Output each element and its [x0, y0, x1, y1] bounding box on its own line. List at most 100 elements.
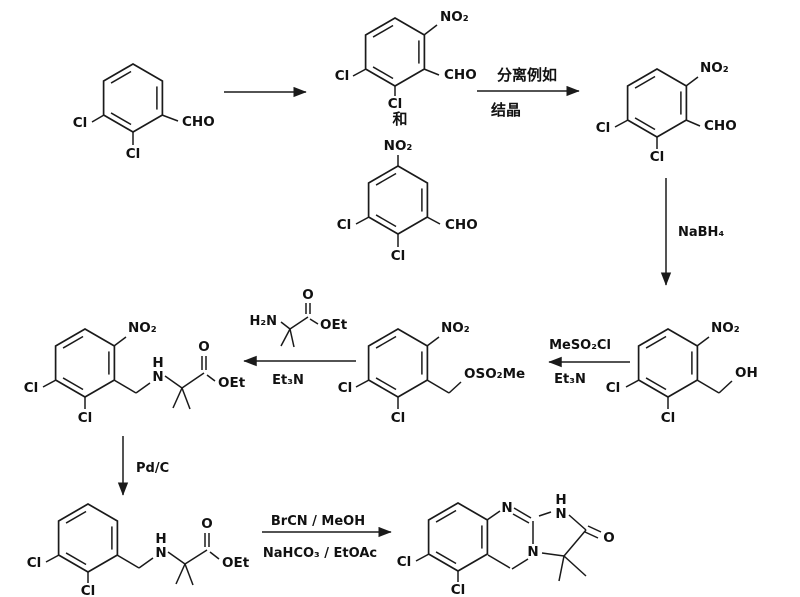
inner-double-bond [110, 70, 132, 84]
pdc-label: Pd/C [136, 461, 169, 476]
bond [486, 510, 501, 521]
no2-label: NO₂ [384, 138, 413, 154]
bond [426, 379, 450, 394]
bond [206, 374, 216, 382]
bond [280, 328, 291, 347]
bond [563, 529, 587, 557]
bond [289, 316, 309, 330]
cho-label: CHO [182, 114, 215, 130]
h-label: H [555, 492, 566, 508]
bond [696, 379, 720, 394]
inner-double-bond [62, 335, 84, 349]
bond [512, 513, 530, 524]
inner-double-bond [375, 335, 397, 349]
reduction-step-nabh4: NaBH₄ [660, 178, 724, 286]
bond [355, 379, 370, 388]
cl-label: Cl [451, 582, 466, 597]
inner-double-bond [435, 551, 457, 565]
bond [423, 24, 438, 36]
bond [568, 514, 587, 531]
structure-nitrobenzaldehyde-purified: NO₂ CHO Cl Cl [596, 60, 737, 165]
bond [181, 387, 191, 410]
cho-label: CHO [444, 67, 477, 83]
bond [685, 119, 701, 127]
ring-outline [367, 328, 429, 398]
bond [113, 336, 127, 347]
inner-double-bond [110, 112, 132, 126]
ring-outline [364, 17, 426, 87]
h2n-label: H₂N [250, 314, 277, 329]
cl-label: Cl [81, 583, 96, 597]
cl-label: Cl [606, 380, 621, 396]
h-label: H [152, 355, 163, 371]
cl-label: Cl [596, 120, 611, 136]
no2-label: NO₂ [440, 9, 469, 25]
bond [584, 531, 599, 539]
bond [587, 525, 602, 533]
structure-amino-ester-reduced: Cl Cl H N O OEt [27, 503, 250, 597]
bond [289, 328, 295, 348]
bond [280, 321, 291, 330]
nabh4-label: NaBH₄ [678, 225, 724, 240]
crystallization-text: 结晶 [491, 101, 521, 119]
inner-double-bond [435, 509, 457, 523]
cl-label: Cl [24, 380, 39, 396]
bond [184, 549, 208, 565]
n-label: N [555, 506, 566, 522]
inner-double-bond [65, 552, 87, 566]
bond [172, 387, 183, 409]
bond [541, 552, 565, 557]
no2-label: NO₂ [441, 320, 470, 336]
brcn-meoh-label: BrCN / MeOH [271, 514, 365, 529]
bond [538, 511, 552, 517]
oet-label: OEt [222, 555, 250, 571]
inner-double-bond [645, 377, 667, 391]
cl-label: Cl [335, 68, 350, 84]
inner-double-bond [372, 66, 394, 80]
bond [352, 68, 367, 77]
cyclization-step: BrCN / MeOH NaHCO₃ / EtOAc [262, 514, 392, 561]
bond [45, 554, 60, 563]
oso2me-label: OSO₂Me [464, 366, 525, 382]
nahco3-etoac-label: NaHCO₃ / EtOAc [263, 546, 377, 561]
et3n-label: Et₃N [554, 372, 586, 387]
cl-label: Cl [397, 554, 412, 570]
o-label: O [302, 287, 313, 303]
bond [415, 553, 430, 562]
benzene-ring [102, 63, 164, 133]
mesylation-step: MeSO₂Cl Et₃N [548, 338, 630, 387]
structure-2,3-dichloro-6-nitrobenzaldehyde: NO₂ CHO Cl Cl [335, 9, 477, 112]
cl-label: Cl [391, 248, 406, 264]
cl-label: Cl [391, 410, 406, 426]
amination-step: Et₃N H₂N O OEt [243, 287, 356, 388]
bond [184, 563, 194, 586]
bond [167, 551, 186, 565]
structure-amino-ester-reagent: H₂N O OEt [250, 287, 348, 348]
benzene-ring [626, 68, 688, 138]
bond [91, 114, 105, 123]
benzene-ring [364, 17, 426, 87]
bond [563, 555, 587, 577]
bond [116, 554, 140, 569]
bond [718, 380, 733, 394]
bond [135, 382, 151, 394]
benzene-ring [637, 328, 699, 398]
o-label: O [201, 516, 212, 532]
bond [209, 551, 220, 560]
bond [614, 119, 629, 128]
no2-label: NO₂ [711, 320, 740, 336]
et3n-label: Et₃N [272, 373, 304, 388]
cl-label: Cl [388, 96, 403, 112]
oet-label: OEt [320, 317, 348, 333]
bond [42, 379, 57, 388]
cl-label: Cl [126, 146, 141, 162]
n-label: N [152, 369, 163, 385]
n-label: N [155, 545, 166, 561]
benzene-ring [367, 165, 429, 235]
bond [309, 318, 319, 325]
cho-label: CHO [445, 217, 478, 233]
structure-nitro-amino-ester: NO₂ Cl Cl H N O OEt [24, 320, 246, 426]
oet-label: OEt [218, 375, 246, 391]
ring-outline [57, 503, 119, 573]
and-label: 和 [392, 110, 407, 128]
